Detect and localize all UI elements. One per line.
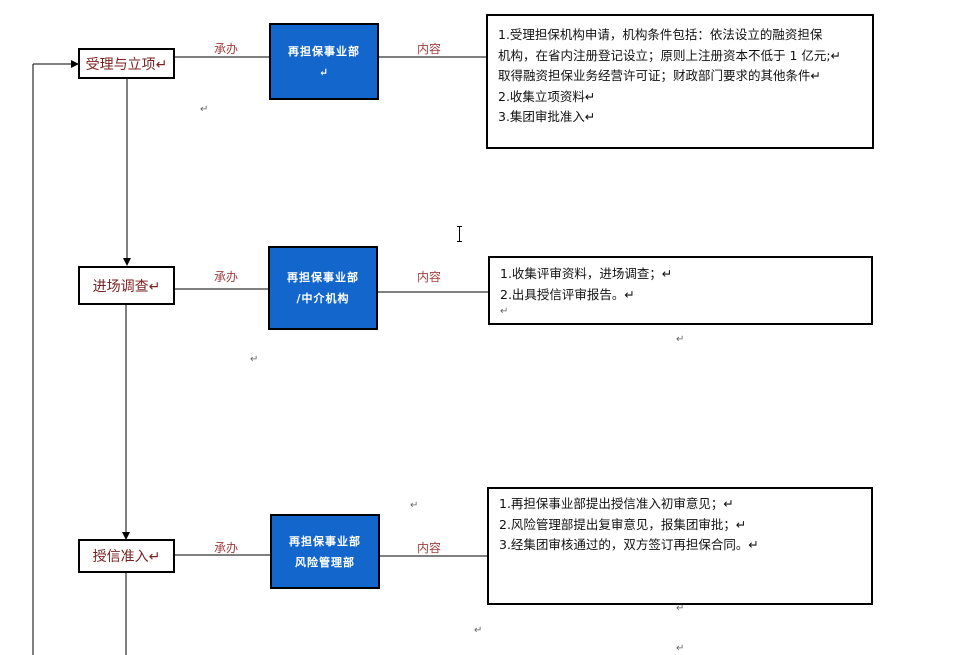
content-line: 2.出具授信评审报告。↵ [500, 287, 635, 302]
content-line: 取得融资担保业务经营许可证；财政部门要求的其他条件↵ [498, 68, 821, 83]
department-line: 风险管理部 [295, 555, 355, 569]
department-box-3: 再担保事业部 风险管理部 [270, 514, 380, 589]
stage-label: 授信准入↵ [92, 549, 161, 565]
department-line: 再担保事业部 [288, 44, 360, 58]
content-line: 1.收集评审资料，进场调查；↵ [500, 266, 673, 281]
content-line: 2.风险管理部提出复审意见，报集团审批；↵ [499, 516, 747, 532]
paragraph-mark: ↵ [676, 643, 685, 654]
stage-label: 受理与立项↵ [85, 56, 168, 73]
department-box-2: 再担保事业部 /中介机构 [268, 246, 378, 330]
paragraph-mark: ↵ [200, 104, 209, 115]
content-line: 2.收集立项资料↵ [498, 88, 596, 104]
paragraph-mark: ↵ [250, 354, 259, 365]
content-box-1: 1.受理担保机构申请，机构条件包括：依法设立的融资担保 机构，在省内注册登记设立… [486, 14, 874, 149]
department-line: /中介机构 [296, 292, 350, 305]
department-line: 再担保事业部 [287, 271, 359, 284]
department-box-1: 再担保事业部 ↵ [269, 23, 379, 100]
content-line: 3.集团审批准入↵ [498, 109, 596, 124]
edge-label-undertake: 承办 [214, 541, 239, 555]
content-box-3: 1.再担保事业部提出授信准入初审意见；↵ 2.风险管理部提出复审意见，报集团审批… [487, 487, 873, 605]
edge-label-content: 内容 [417, 541, 442, 555]
content-line: 机构，在省内注册登记设立；原则上注册资本不低于 1 亿元;↵ [498, 47, 842, 63]
paragraph-mark: ↵ [676, 334, 685, 345]
edge-label-undertake: 承办 [214, 42, 239, 56]
edge-label-undertake: 承办 [214, 270, 239, 284]
department-line: ↵ [318, 65, 330, 79]
paragraph-mark: ↵ [474, 625, 483, 636]
content-line: ↵ [500, 306, 509, 317]
stage-box-2: 进场调查↵ [78, 266, 175, 305]
text-cursor [457, 226, 462, 242]
stage-box-3: 授信准入↵ [78, 539, 175, 573]
content-line: 3.经集团审核通过的，双方签订再担保合同。↵ [499, 537, 759, 552]
stage-label: 进场调查↵ [92, 278, 161, 295]
content-line: 1.受理担保机构申请，机构条件包括：依法设立的融资担保 [498, 27, 823, 42]
content-line: 1.再担保事业部提出授信准入初审意见；↵ [499, 496, 734, 511]
paragraph-mark: ↵ [410, 500, 419, 511]
edge-label-content: 内容 [417, 270, 442, 284]
stage-box-1: 受理与立项↵ [78, 48, 175, 79]
content-box-2: 1.收集评审资料，进场调查；↵ 2.出具授信评审报告。↵ ↵ [488, 256, 873, 325]
paragraph-mark: ↵ [676, 603, 685, 614]
department-line: 再担保事业部 [289, 534, 361, 548]
edge-label-content: 内容 [417, 42, 442, 56]
